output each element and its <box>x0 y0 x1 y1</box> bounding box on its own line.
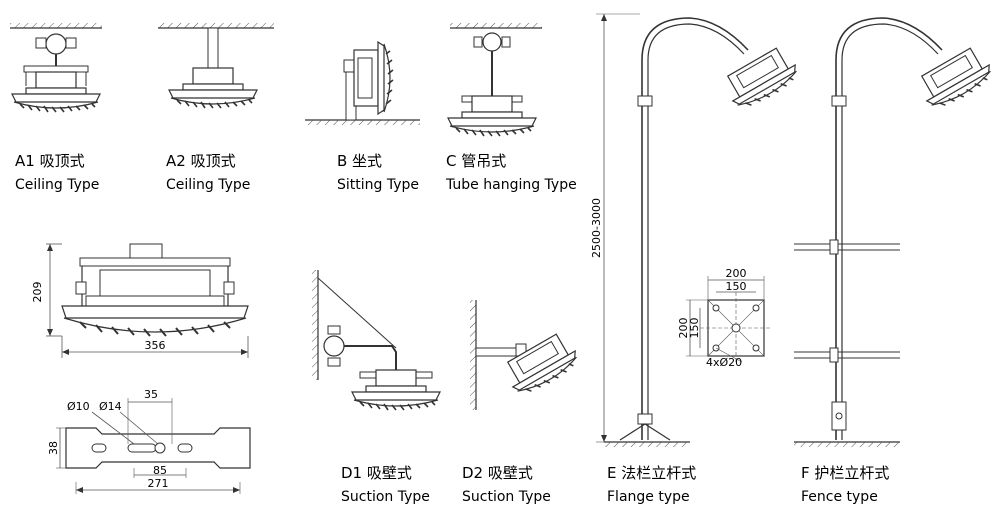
figure-d2-suction <box>470 300 584 410</box>
dim-flange-holes: 4xØ20 <box>706 356 742 369</box>
dim-bracket-top: 35 <box>144 388 158 401</box>
caption-f: F 护栏立杆式 Fence type <box>801 464 889 505</box>
figure-flange-plate <box>686 276 772 364</box>
figure-f-fence-pole <box>794 17 998 447</box>
dim-flange-w1: 200 <box>726 267 747 280</box>
dim-bracket-hole-span: 85 <box>153 464 167 477</box>
figure-a1-ceiling <box>10 23 102 113</box>
dim-hole-10: Ø10 <box>67 400 90 413</box>
figure-a2-ceiling <box>158 23 274 109</box>
caption-b: B 坐式 Sitting Type <box>337 152 419 193</box>
figure-e-flange-pole <box>596 13 804 447</box>
dim-fixture-width: 356 <box>145 339 166 352</box>
caption-e-cn: E 法栏立杆式 <box>607 464 696 482</box>
caption-d1-en: Suction Type <box>341 489 430 505</box>
dim-fixture-height: 209 <box>31 282 44 303</box>
dim-pole-height: 2500-3000 <box>590 198 603 258</box>
caption-e-en: Flange type <box>607 489 690 505</box>
caption-d1-cn: D1 吸壁式 <box>341 464 412 482</box>
caption-a1-cn: A1 吸顶式 <box>15 152 85 170</box>
dim-bracket-height: 38 <box>47 441 60 455</box>
caption-a2: A2 吸顶式 Ceiling Type <box>166 152 250 193</box>
caption-d2: D2 吸壁式 Suction Type <box>462 464 551 505</box>
caption-d2-cn: D2 吸壁式 <box>462 464 533 482</box>
caption-a2-cn: A2 吸顶式 <box>166 152 236 170</box>
caption-e: E 法栏立杆式 Flange type <box>607 464 696 505</box>
caption-f-en: Fence type <box>801 489 878 505</box>
figure-d1-suction <box>312 270 441 411</box>
caption-a1: A1 吸顶式 Ceiling Type <box>15 152 99 193</box>
caption-d1: D1 吸壁式 Suction Type <box>341 464 430 505</box>
figure-c-tube-hanging <box>447 23 542 137</box>
dim-flange-h1: 200 <box>677 318 690 339</box>
caption-b-en: Sitting Type <box>337 177 419 193</box>
caption-c-en: Tube hanging Type <box>445 177 577 193</box>
figure-bracket <box>56 398 251 494</box>
dim-bracket-length: 271 <box>148 477 169 490</box>
caption-a1-en: Ceiling Type <box>15 177 99 193</box>
caption-a2-en: Ceiling Type <box>166 177 250 193</box>
caption-d2-en: Suction Type <box>462 489 551 505</box>
figure-b-sitting <box>305 41 420 125</box>
dim-flange-w2: 150 <box>726 280 747 293</box>
caption-c-cn: C 管吊式 <box>446 152 506 170</box>
caption-f-cn: F 护栏立杆式 <box>801 464 889 482</box>
caption-c: C 管吊式 Tube hanging Type <box>445 152 577 193</box>
dim-hole-14: Ø14 <box>99 400 122 413</box>
dim-flange-h2: 150 <box>688 318 701 339</box>
caption-b-cn: B 坐式 <box>337 152 382 170</box>
figure-front-elevation <box>46 243 249 358</box>
